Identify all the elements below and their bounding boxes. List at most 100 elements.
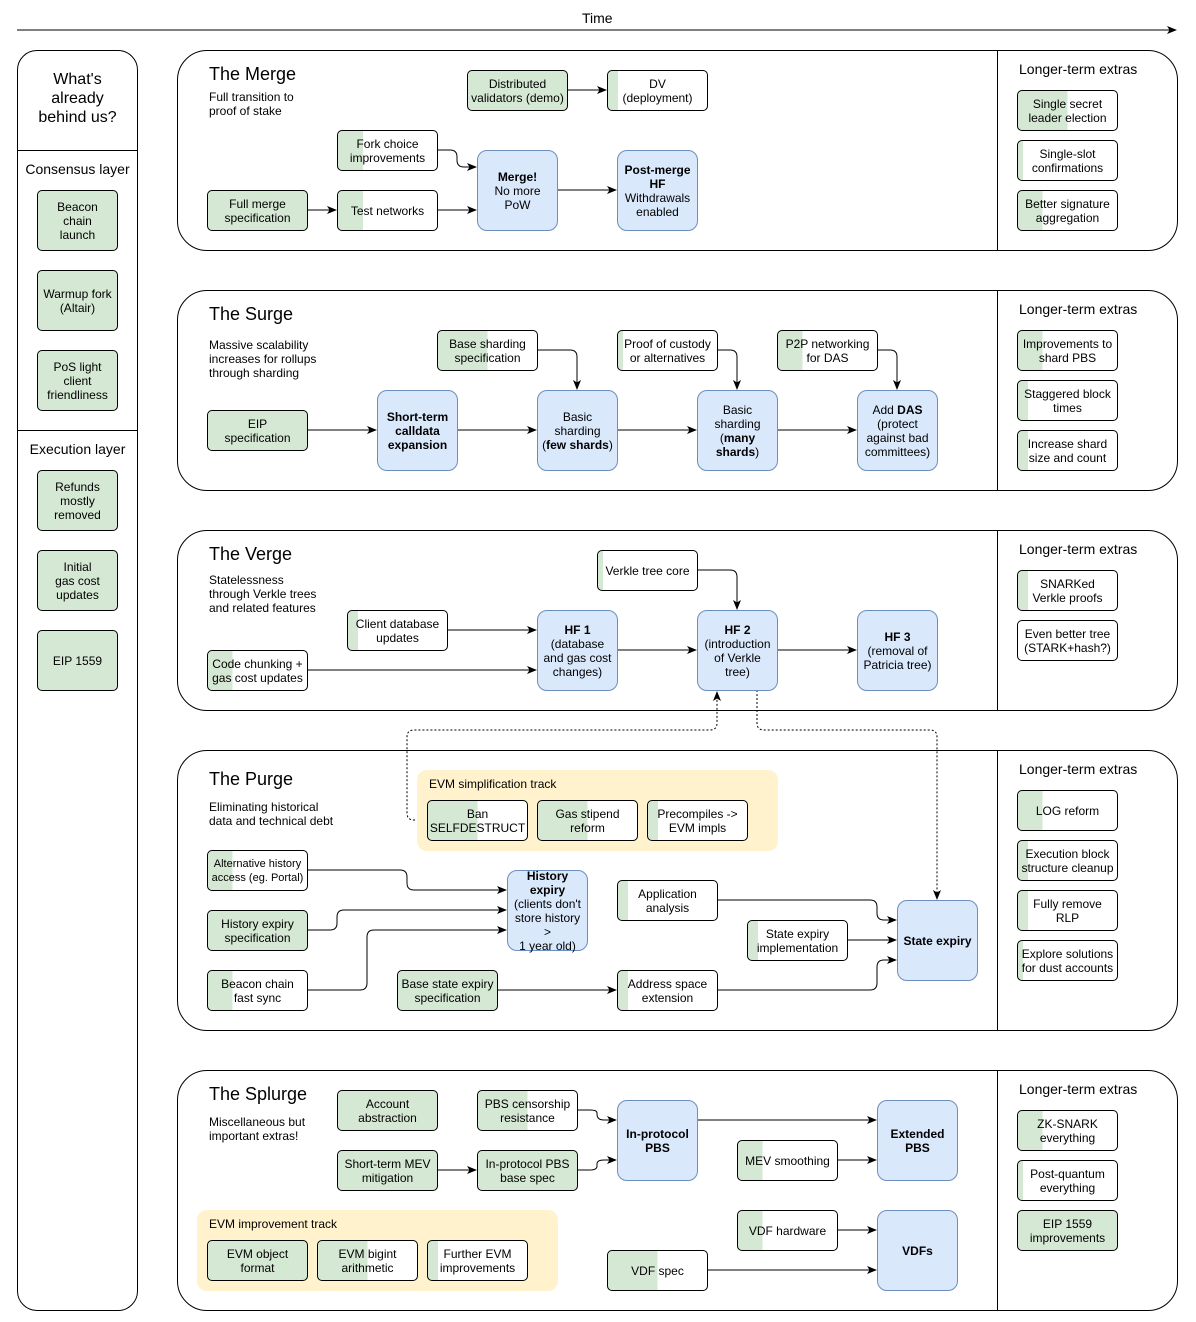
connector	[877, 349, 901, 390]
vdf-spec-node: VDF spec	[607, 1250, 708, 1291]
extras-title: Longer-term extras	[1019, 541, 1138, 557]
history-expiry-milestone: History expiry(clients don't store histo…	[507, 868, 588, 953]
add-das-milestone: Add DAS (protect against bad committees)	[857, 390, 938, 471]
fork-choice-node: Fork choice improvements	[337, 130, 438, 171]
milestone-text: No more PoW	[494, 183, 541, 212]
section-surge	[177, 290, 1178, 491]
history-expiry-spec-node: History expiry specification	[207, 910, 308, 951]
connector	[406, 691, 721, 821]
section-description: Miscellaneous but important extras!	[209, 1115, 306, 1143]
milestone-title: History expiry	[526, 868, 569, 897]
connector	[537, 349, 581, 390]
dv-deployment-node: DV (deployment)	[607, 70, 708, 111]
track-title: EVM improvement track	[209, 1217, 338, 1231]
milestone-bold: few shards	[546, 437, 609, 452]
connector	[437, 149, 477, 171]
extras-title: Longer-term extras	[1019, 1081, 1138, 1097]
milestone-title: HF 1	[564, 622, 591, 637]
vdf-hardware-node: VDF hardware	[737, 1210, 838, 1251]
section-title: The Splurge	[209, 1084, 308, 1104]
milestone-text: (clients don't store history > 1 year ol…	[514, 896, 581, 953]
connector	[307, 906, 507, 931]
consensus-item: PoS light client friendliness	[37, 350, 118, 411]
gas-stipend-node: Gas stipend reform	[537, 800, 638, 841]
distributed-validators-node: Distributed validators (demo)	[467, 70, 568, 111]
milestone-text: Basic sharding (	[542, 409, 601, 452]
full-merge-spec-node: Full merge specification	[207, 190, 308, 231]
precompiles-node: Precompiles -> EVM impls	[647, 800, 748, 841]
milestone-text: (database and gas cost changes)	[543, 636, 612, 679]
code-chunking-node: Code chunking + gas cost updates	[207, 650, 308, 691]
extra-item: Explore solutions for dust accounts	[1017, 940, 1118, 981]
execution-item: EIP 1559	[37, 630, 118, 691]
vdfs-milestone: VDFs	[877, 1210, 958, 1291]
milestone-text: (removal of Patricia tree)	[863, 643, 932, 672]
time-axis-label: Time	[582, 10, 613, 26]
base-sharding-spec-node: Base sharding specification	[437, 330, 538, 371]
extras-divider	[997, 290, 998, 491]
further-evm-node: Further EVM improvements	[427, 1240, 528, 1281]
extra-item: Even better tree (STARK+hash?)	[1017, 620, 1118, 661]
connector	[717, 349, 741, 390]
account-abstraction-node: Account abstraction	[337, 1090, 438, 1131]
milestone-text: Withdrawals enabled	[624, 190, 691, 219]
divider	[17, 430, 138, 431]
connector	[717, 899, 897, 924]
extra-item: Single-slot confirmations	[1017, 140, 1118, 181]
connector	[577, 1156, 617, 1171]
section-description: Statelessness through Verkle trees and r…	[209, 573, 317, 615]
milestone-title: HF 3	[884, 629, 911, 644]
hf2-milestone: HF 2(introduction of Verkle tree)	[697, 610, 778, 691]
state-expiry-milestone: State expiry	[897, 900, 978, 981]
section-description: Massive scalability increases for rollup…	[209, 338, 317, 380]
ban-selfdestruct-node: Ban SELFDESTRUCT	[427, 800, 528, 841]
extra-item: Execution block structure cleanup	[1017, 840, 1118, 881]
address-space-node: Address space extension	[617, 970, 718, 1011]
milestone-title: HF 2	[724, 622, 751, 637]
extra-item: LOG reform	[1017, 790, 1118, 831]
extras-title: Longer-term extras	[1019, 761, 1138, 777]
milestone-text: (protect against bad committees)	[864, 416, 931, 459]
milestone-text: )	[608, 437, 613, 452]
track-title: EVM simplification track	[429, 777, 557, 791]
execution-layer-title: Execution layer	[29, 441, 126, 457]
section-title: The Surge	[209, 304, 294, 324]
extra-item: Staggered block times	[1017, 380, 1118, 421]
proof-of-custody-node: Proof of custody or alternatives	[617, 330, 718, 371]
extra-item: Single secret leader election	[1017, 90, 1118, 131]
execution-item: Initial gas cost updates	[37, 550, 118, 611]
short-term-calldata-milestone: Short-term calldata expansion	[377, 390, 458, 471]
p2p-das-node: P2P networking for DAS	[777, 330, 878, 371]
extras-divider	[997, 530, 998, 711]
alternative-history-node: Alternative history access (eg. Portal)	[207, 850, 308, 891]
evm-object-format-node: EVM object format	[207, 1240, 308, 1281]
base-state-expiry-spec-node: Base state expiry specification	[397, 970, 498, 1011]
connector	[697, 569, 741, 610]
extra-item: Fully remove RLP	[1017, 890, 1118, 931]
milestone-text: )	[755, 444, 760, 459]
consensus-item: Warmup fork (Altair)	[37, 270, 118, 331]
extras-title: Longer-term extras	[1019, 301, 1138, 317]
section-description: Eliminating historical data and technica…	[209, 800, 334, 828]
extra-item: Better signature aggregation	[1017, 190, 1118, 231]
test-networks-node: Test networks	[337, 190, 438, 231]
basic-sharding-few-milestone: Basic sharding (few shards)	[537, 390, 618, 471]
extras-divider	[997, 750, 998, 1031]
connector	[577, 1109, 617, 1124]
execution-item: Refunds mostly removed	[37, 470, 118, 531]
milestone-text: Add	[872, 402, 898, 417]
basic-sharding-many-milestone: Basic sharding (many shards)	[697, 390, 778, 471]
extras-divider	[997, 1070, 998, 1311]
connector	[756, 690, 941, 900]
inprotocol-pbs-spec-node: In-protocol PBS base spec	[477, 1150, 578, 1191]
section-title: The Purge	[209, 769, 294, 789]
consensus-layer-title: Consensus layer	[25, 161, 130, 177]
state-expiry-impl-node: State expiry implementation	[747, 920, 848, 961]
consensus-item: Beacon chain launch	[37, 190, 118, 251]
section-title: The Merge	[209, 64, 297, 84]
extra-item: Improvements to shard PBS	[1017, 330, 1118, 371]
milestone-title: Post-merge HF	[624, 162, 691, 191]
section-title: The Verge	[209, 544, 293, 564]
